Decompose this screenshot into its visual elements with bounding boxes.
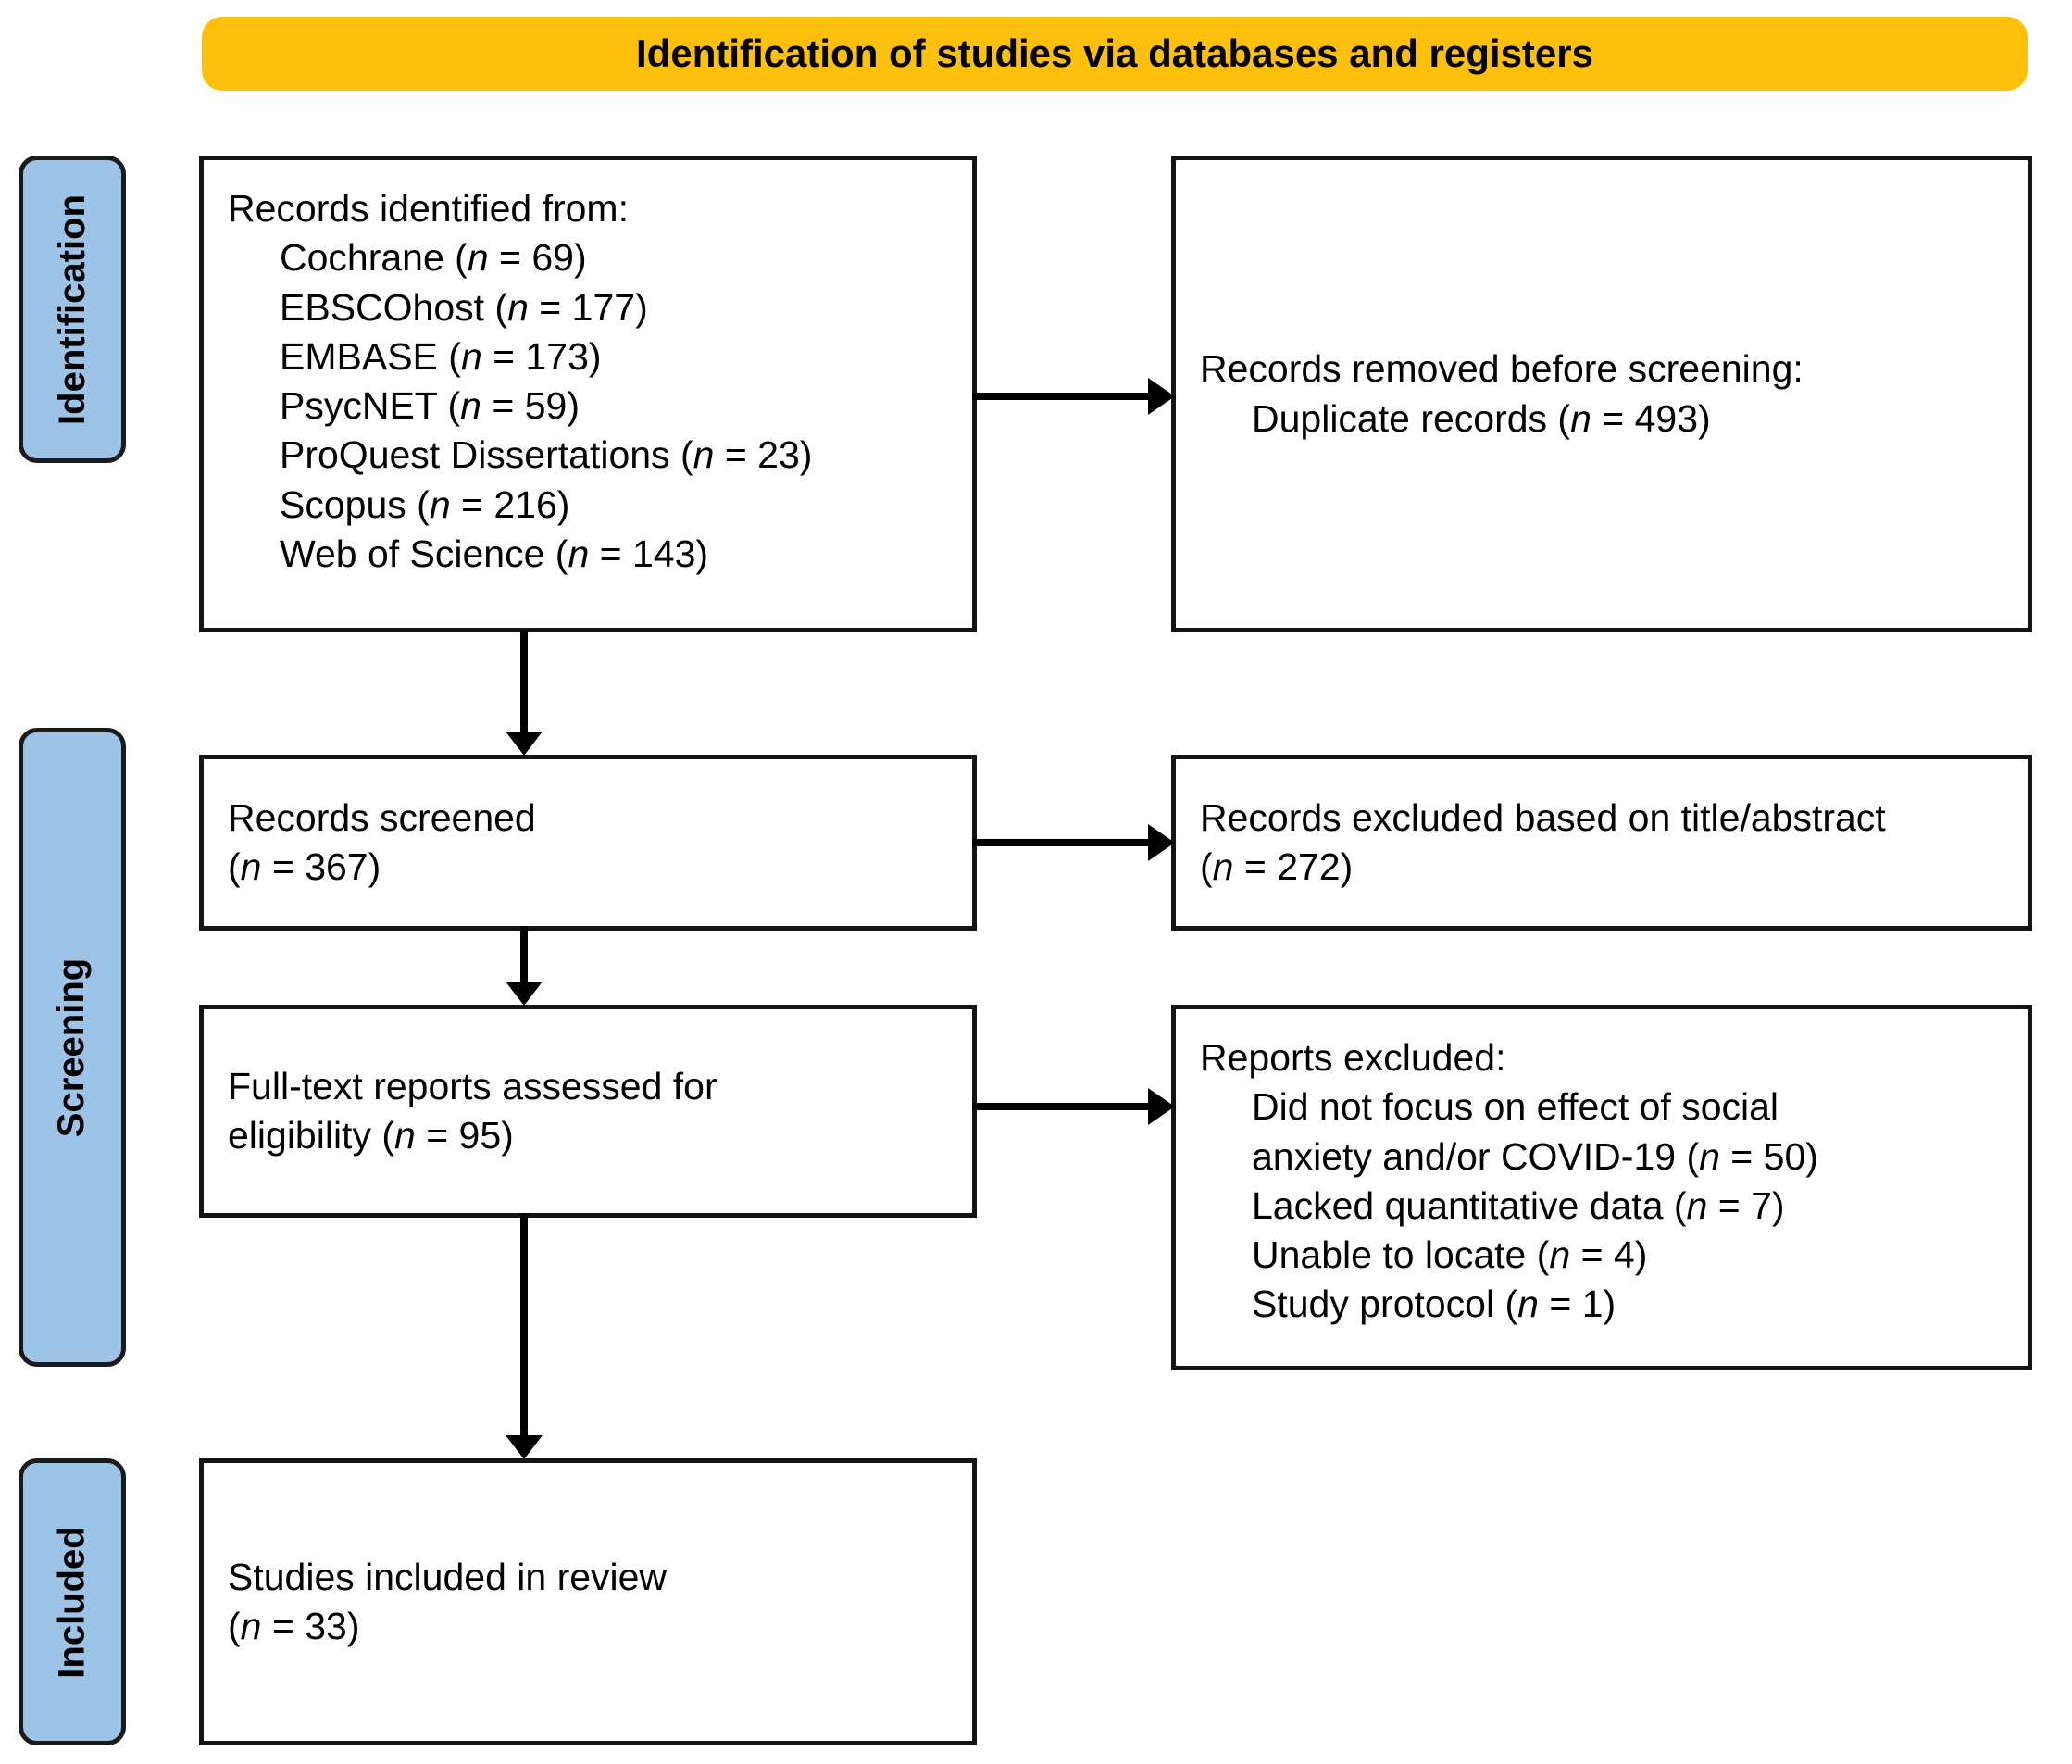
arrow-fulltext-to-included <box>500 1213 548 1463</box>
reports-excluded-box: Reports excluded: Did not focus on effec… <box>1171 1005 2032 1370</box>
reason-unable-to-locate: Unable to locate (n = 4) <box>1252 1233 1648 1277</box>
stage-label-identification-text: Identification <box>51 194 93 425</box>
records-excluded-count: (n = 272) <box>1200 845 1354 888</box>
arrow-screened-to-fulltext <box>500 926 548 1009</box>
fulltext-assessed-line1: Full-text reports assessed for <box>228 1064 718 1107</box>
records-screened-count: (n = 367) <box>228 845 381 888</box>
source-proquest: ProQuest Dissertations (n = 23) <box>280 433 813 477</box>
banner-title: Identification of studies via databases … <box>636 31 1593 75</box>
arrow-identified-to-removed <box>972 375 1180 418</box>
records-removed-box: Records removed before screening: Duplic… <box>1171 156 2032 632</box>
studies-included-box: Studies included in review (n = 33) <box>199 1458 977 1745</box>
reason-study-protocol: Study protocol (n = 1) <box>1252 1282 1616 1326</box>
stage-label-included: Included <box>19 1458 126 1745</box>
source-cochrane: Cochrane (n = 69) <box>280 236 587 280</box>
duplicate-records-line: Duplicate records (n = 493) <box>1252 396 1711 440</box>
records-removed-heading: Records removed before screening: <box>1200 347 1804 391</box>
stage-label-screening: Screening <box>19 728 126 1367</box>
source-scopus: Scopus (n = 216) <box>280 482 570 526</box>
stage-label-screening-text: Screening <box>51 957 93 1137</box>
reason-not-focus-line-b: anxiety and/or COVID-19 (n = 50) <box>1252 1134 1818 1178</box>
arrow-screened-to-excluded <box>972 821 1180 864</box>
reason-lacked-quantitative-data: Lacked quantitative data (n = 7) <box>1252 1183 1785 1227</box>
source-ebscohost: EBSCOhost (n = 177) <box>280 285 648 329</box>
source-web-of-science: Web of Science (n = 143) <box>280 532 709 576</box>
fulltext-assessed-count: eligibility (n = 95) <box>228 1114 514 1157</box>
arrow-identified-to-screened <box>500 630 548 759</box>
records-screened-line1: Records screened <box>228 795 536 839</box>
records-excluded-box: Records excluded based on title/abstract… <box>1171 755 2032 931</box>
records-excluded-line1: Records excluded based on title/abstract <box>1200 795 1886 839</box>
reports-excluded-heading: Reports excluded: <box>1200 1036 1506 1079</box>
studies-included-line1: Studies included in review <box>228 1555 668 1598</box>
fulltext-assessed-box: Full-text reports assessed for eligibili… <box>199 1005 977 1218</box>
arrow-fulltext-to-reports-excluded <box>972 1085 1180 1128</box>
records-screened-box: Records screened (n = 367) <box>199 755 977 931</box>
records-identified-heading: Records identified from: <box>228 187 629 230</box>
source-embase: EMBASE (n = 173) <box>280 334 602 378</box>
studies-included-count: (n = 33) <box>228 1605 360 1647</box>
stage-label-included-text: Included <box>51 1525 93 1679</box>
records-identified-box: Records identified from: Cochrane (n = 6… <box>199 156 977 632</box>
source-psycnet: PsycNET (n = 59) <box>280 384 580 428</box>
reason-not-focus-line-a: Did not focus on effect of social <box>1252 1085 1779 1129</box>
diagram-header-banner: Identification of studies via databases … <box>202 17 2028 91</box>
stage-label-identification: Identification <box>19 156 126 463</box>
